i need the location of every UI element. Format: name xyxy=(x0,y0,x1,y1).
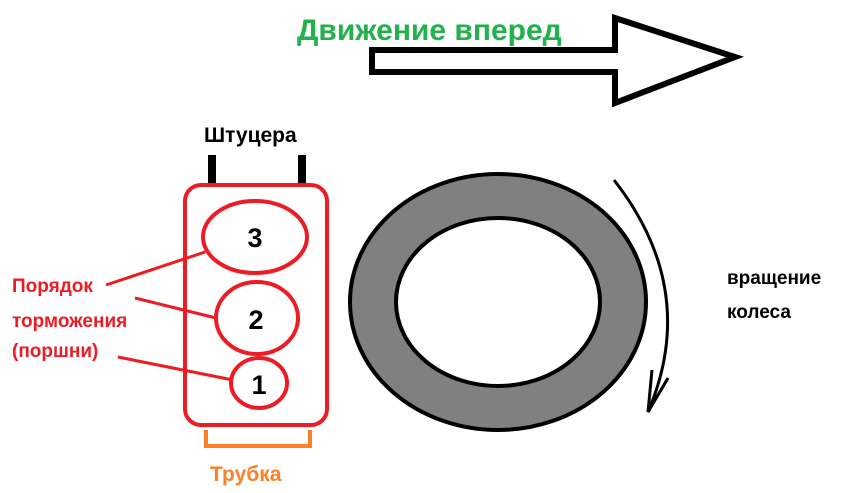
pointer-line-1 xyxy=(117,355,234,382)
pointer-line-3 xyxy=(105,250,206,287)
forward-arrow xyxy=(369,13,744,108)
piston-3-number: 3 xyxy=(247,223,262,253)
rotation-arrow xyxy=(612,179,670,413)
rotation-arrowhead-icon xyxy=(646,369,670,413)
rotation-label-line2: колеса xyxy=(727,302,791,323)
fittings-label: Штуцера xyxy=(204,124,297,147)
braking-order-line2: торможения xyxy=(12,311,127,332)
piston-3 xyxy=(201,199,309,275)
wheel-tire xyxy=(347,172,649,432)
tube-bracket xyxy=(204,430,312,448)
piston-1-number: 1 xyxy=(251,370,266,400)
piston-2-number: 2 xyxy=(248,305,263,335)
pointer-line-2 xyxy=(134,296,217,320)
rotation-label-line1: вращение xyxy=(727,268,821,289)
braking-order-line3: (поршни) xyxy=(12,341,98,362)
tube-label: Трубка xyxy=(210,463,282,486)
braking-order-line1: Порядок xyxy=(12,276,93,297)
caliper-body xyxy=(183,183,329,427)
title-text: Движение вперед xyxy=(297,14,562,47)
piston-1 xyxy=(229,356,289,410)
